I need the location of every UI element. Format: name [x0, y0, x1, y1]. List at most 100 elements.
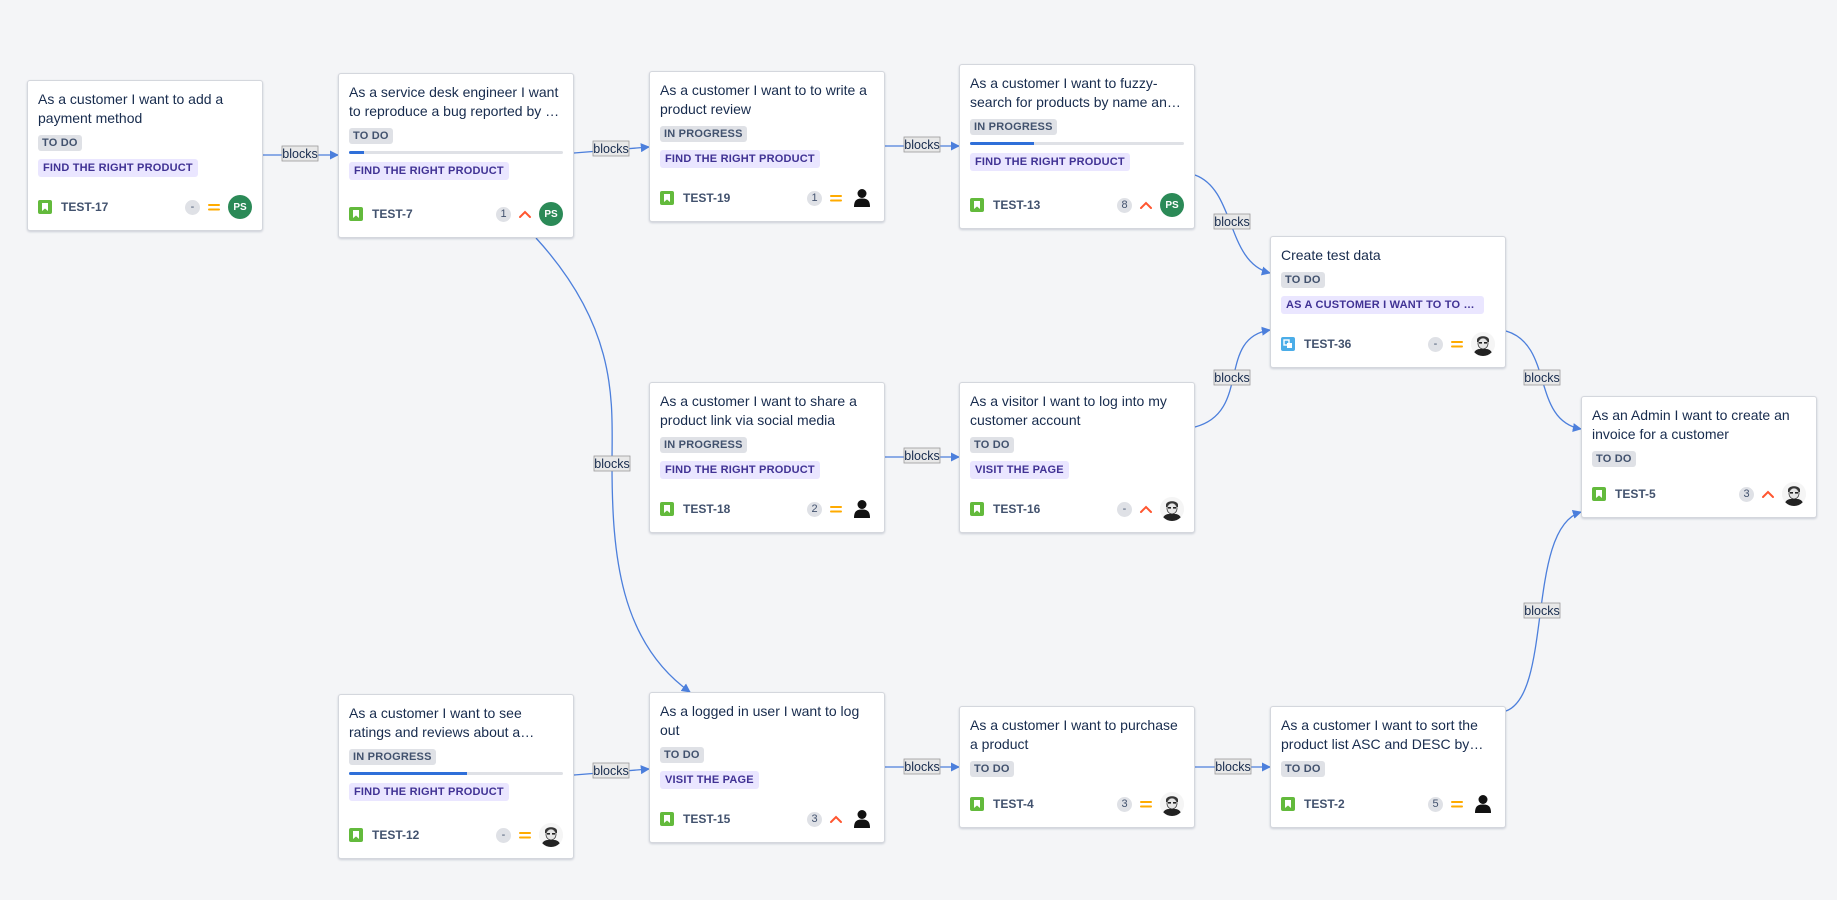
- assignee-avatar[interactable]: [1782, 482, 1806, 506]
- epic-label[interactable]: VISIT THE PAGE: [660, 771, 759, 789]
- issue-card-test-4[interactable]: As a customer I want to purchase a produ…: [959, 706, 1195, 828]
- story-points-badge: -: [1117, 501, 1132, 517]
- epic-label[interactable]: FIND THE RIGHT PRODUCT: [349, 783, 509, 801]
- issue-key[interactable]: TEST-4: [993, 797, 1034, 811]
- edge-label-blocks: blocks: [1523, 369, 1561, 386]
- user-icon[interactable]: [850, 807, 874, 831]
- user-icon[interactable]: [850, 186, 874, 210]
- progress-fill: [349, 151, 364, 154]
- priority-medium-icon: [1138, 797, 1154, 811]
- subtask-icon: [1281, 337, 1295, 351]
- epic-label[interactable]: FIND THE RIGHT PRODUCT: [970, 153, 1130, 171]
- edge-label-blocks: blocks: [592, 762, 630, 779]
- status-badge: IN PROGRESS: [660, 437, 747, 453]
- epic-label[interactable]: VISIT THE PAGE: [970, 461, 1069, 479]
- edge-label-blocks: blocks: [903, 447, 941, 464]
- story-icon: [970, 198, 984, 212]
- user-icon[interactable]: [1471, 792, 1495, 816]
- issue-card-test-17[interactable]: As a customer I want to add a payment me…: [27, 80, 263, 231]
- assignee-avatar[interactable]: [1160, 792, 1184, 816]
- edge-label-blocks: blocks: [903, 758, 941, 775]
- assignee-avatar[interactable]: PS: [1160, 193, 1184, 217]
- epic-label[interactable]: FIND THE RIGHT PRODUCT: [38, 159, 198, 177]
- epic-label[interactable]: FIND THE RIGHT PRODUCT: [660, 461, 820, 479]
- issue-card-test-16[interactable]: As a visitor I want to log into my custo…: [959, 382, 1195, 533]
- story-points-badge: 3: [1117, 796, 1132, 812]
- issue-key[interactable]: TEST-7: [372, 207, 413, 221]
- card-footer: TEST-12 -: [349, 823, 563, 847]
- card-footer: TEST-18 2: [660, 497, 874, 521]
- priority-high-icon: [517, 207, 533, 221]
- edge-label-text: blocks: [904, 760, 939, 774]
- assignee-avatar[interactable]: PS: [228, 195, 252, 219]
- edge-label-blocks: blocks: [1213, 213, 1251, 230]
- progress-bar: [349, 151, 563, 154]
- issue-key[interactable]: TEST-15: [683, 812, 731, 826]
- issue-card-test-2[interactable]: As a customer I want to sort the product…: [1270, 706, 1506, 828]
- card-footer: TEST-4 3: [970, 792, 1184, 816]
- epic-label[interactable]: AS A CUSTOMER I WANT TO TO WRITE A PRODU…: [1281, 296, 1485, 314]
- edge-label-text: blocks: [593, 764, 628, 778]
- priority-high-icon: [1138, 198, 1154, 212]
- edge-label-blocks: blocks: [592, 140, 630, 157]
- status-badge: TO DO: [660, 747, 704, 763]
- story-points-badge: 5: [1428, 796, 1443, 812]
- issue-key[interactable]: TEST-2: [1304, 797, 1345, 811]
- card-footer: TEST-2 5: [1281, 792, 1495, 816]
- epic-label[interactable]: FIND THE RIGHT PRODUCT: [349, 162, 509, 180]
- epic-label[interactable]: FIND THE RIGHT PRODUCT: [660, 150, 820, 168]
- issue-key[interactable]: TEST-36: [1304, 337, 1352, 351]
- status-badge: TO DO: [349, 128, 393, 144]
- edge-label-text: blocks: [904, 449, 939, 463]
- issue-title: As a customer I want to to write a produ…: [660, 82, 867, 117]
- status-badge: TO DO: [38, 135, 82, 151]
- issue-card-test-5[interactable]: As an Admin I want to create an invoice …: [1581, 396, 1817, 518]
- assignee-avatar[interactable]: PS: [539, 202, 563, 226]
- card-footer: TEST-5 3: [1592, 482, 1806, 506]
- progress-fill: [349, 772, 467, 775]
- issue-key[interactable]: TEST-17: [61, 200, 109, 214]
- assignee-avatar[interactable]: [1160, 497, 1184, 521]
- story-icon: [660, 191, 674, 205]
- story-points-badge: -: [185, 199, 200, 215]
- assignee-avatar[interactable]: [1471, 332, 1495, 356]
- issue-key[interactable]: TEST-18: [683, 502, 731, 516]
- story-points-badge: 3: [1739, 486, 1754, 502]
- edge-label-text: blocks: [1524, 371, 1559, 385]
- issue-title: As a customer I want to share a product …: [660, 393, 857, 428]
- status-badge: TO DO: [970, 761, 1014, 777]
- story-points-badge: -: [496, 827, 511, 843]
- issue-card-test-7[interactable]: As a service desk engineer I want to rep…: [338, 73, 574, 238]
- assignee-avatar[interactable]: [539, 823, 563, 847]
- status-badge: IN PROGRESS: [660, 126, 747, 142]
- user-icon[interactable]: [850, 497, 874, 521]
- progress-bar: [970, 142, 1184, 145]
- issue-card-test-13[interactable]: As a customer I want to fuzzy-search for…: [959, 64, 1195, 229]
- priority-medium-icon: [1449, 797, 1465, 811]
- edge-label-blocks: blocks: [593, 455, 631, 472]
- issue-key[interactable]: TEST-19: [683, 191, 731, 205]
- issue-key[interactable]: TEST-13: [993, 198, 1041, 212]
- issue-card-test-18[interactable]: As a customer I want to share a product …: [649, 382, 885, 533]
- edge-label-blocks: blocks: [903, 136, 941, 153]
- card-footer: TEST-16 -: [970, 497, 1184, 521]
- issue-key[interactable]: TEST-5: [1615, 487, 1656, 501]
- edge-label-text: blocks: [593, 142, 628, 156]
- story-points-badge: 2: [807, 501, 822, 517]
- status-badge: TO DO: [970, 437, 1014, 453]
- story-icon: [970, 797, 984, 811]
- issue-key[interactable]: TEST-16: [993, 502, 1041, 516]
- story-icon: [1592, 487, 1606, 501]
- status-badge: IN PROGRESS: [970, 119, 1057, 135]
- issue-title: As an Admin I want to create an invoice …: [1592, 407, 1790, 442]
- issue-card-test-12[interactable]: As a customer I want to see ratings and …: [338, 694, 574, 859]
- issue-card-test-19[interactable]: As a customer I want to to write a produ…: [649, 71, 885, 222]
- issue-key[interactable]: TEST-12: [372, 828, 420, 842]
- story-icon: [349, 207, 363, 221]
